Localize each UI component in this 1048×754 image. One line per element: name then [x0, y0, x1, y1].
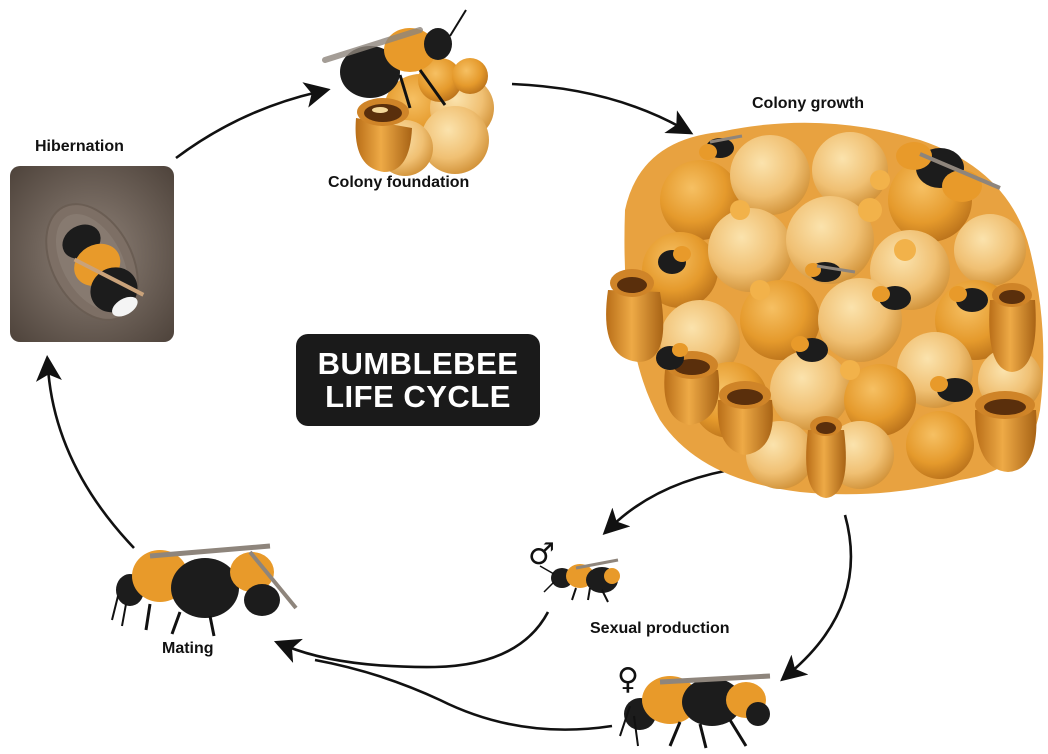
arrow-female-to-mating: [315, 660, 612, 730]
arrow-growth-to-male: [612, 468, 742, 526]
colony-foundation-illustration: [325, 10, 494, 176]
title-line-1: BUMBLEBEE: [296, 347, 540, 380]
arrow-male-to-mating: [286, 612, 548, 667]
female-symbol: ♀: [617, 665, 639, 695]
hibernation-illustration: [10, 166, 174, 342]
arrow-foundation-to-growth: [512, 84, 682, 128]
label-hibernation: Hibernation: [35, 138, 124, 156]
arrow-growth-to-female: [790, 515, 851, 673]
label-sexual-production: Sexual production: [590, 620, 730, 638]
label-colony-foundation: Colony foundation: [328, 174, 469, 192]
female-bee: [620, 676, 770, 748]
male-symbol: ♂: [528, 540, 555, 570]
label-colony-growth: Colony growth: [752, 95, 864, 113]
title-box: BUMBLEBEE LIFE CYCLE: [296, 334, 540, 426]
label-mating: Mating: [162, 640, 214, 658]
title-line-2: LIFE CYCLE: [296, 380, 540, 413]
arrow-hibernation-to-foundation: [176, 92, 318, 158]
colony-growth-nest: [606, 123, 1043, 498]
arrow-mating-to-hibernation: [48, 368, 134, 548]
mating-bees: [112, 546, 296, 636]
honey-pot: [356, 98, 412, 172]
